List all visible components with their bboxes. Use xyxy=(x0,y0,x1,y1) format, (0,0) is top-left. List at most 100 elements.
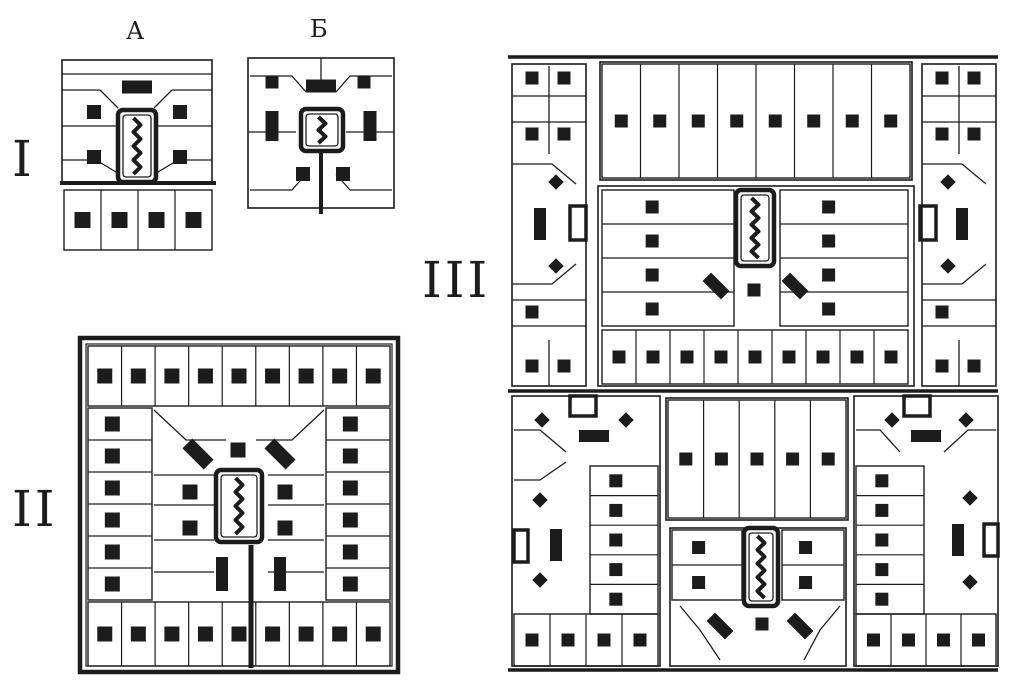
house-square xyxy=(935,359,949,373)
top-plot-row xyxy=(87,345,391,407)
public-building xyxy=(534,208,546,240)
square-inner-ring xyxy=(305,113,339,147)
house-square xyxy=(185,212,202,228)
house-square xyxy=(197,626,213,642)
scheme-iii-label: III xyxy=(422,251,491,309)
house-square xyxy=(653,114,667,128)
plot-boundary xyxy=(514,429,567,453)
plot-outline xyxy=(601,329,909,385)
house-square xyxy=(822,302,836,316)
drawing-layer xyxy=(60,55,1000,675)
square-garden xyxy=(749,196,761,260)
diamond-building xyxy=(264,438,296,470)
variant-a-label: А xyxy=(126,17,145,45)
house-square xyxy=(807,114,821,128)
house-square xyxy=(111,212,128,228)
diamond-building xyxy=(532,492,548,508)
diamond-building xyxy=(534,412,550,428)
plot-boundary xyxy=(922,263,987,285)
house-square xyxy=(609,533,623,547)
house-square xyxy=(173,105,187,119)
house-square xyxy=(298,626,314,642)
house-square xyxy=(525,127,539,141)
house-square xyxy=(730,114,744,128)
diamond-building xyxy=(532,572,548,588)
scheme-i-label: I xyxy=(12,130,35,188)
house-square xyxy=(645,234,659,248)
public-building xyxy=(216,557,228,591)
house-square xyxy=(692,576,706,589)
upper-middle-plots xyxy=(601,63,911,179)
small-square-ring xyxy=(512,528,530,564)
house-square xyxy=(87,105,101,119)
house-square xyxy=(342,576,358,592)
lower-middle-block xyxy=(665,397,849,667)
lower-right-bottom-plots xyxy=(855,613,997,667)
square-inner-ring xyxy=(740,194,770,262)
house-square xyxy=(609,474,623,488)
house-square xyxy=(875,592,889,606)
square-outer-ring xyxy=(213,467,265,545)
upper-middle-block xyxy=(599,61,913,181)
house-square xyxy=(104,512,120,528)
central-square xyxy=(213,467,265,545)
lower-left-plots xyxy=(589,465,659,615)
house-square xyxy=(935,127,949,141)
house-square xyxy=(884,350,898,364)
house-square xyxy=(821,452,835,466)
house-square xyxy=(967,71,981,85)
public-building xyxy=(265,111,279,141)
house-square xyxy=(786,452,800,466)
house-square xyxy=(609,592,623,606)
house-square xyxy=(768,114,782,128)
house-square xyxy=(336,167,350,181)
variant-b-label: Б xyxy=(310,15,328,43)
house-square xyxy=(525,359,539,373)
house-square xyxy=(875,474,889,488)
house-square xyxy=(691,114,705,128)
diamond-building xyxy=(618,412,634,428)
house-square xyxy=(365,368,381,384)
public-building xyxy=(956,208,968,240)
plot-boundary xyxy=(512,163,577,185)
square-garden xyxy=(131,116,143,176)
house-square xyxy=(822,268,836,282)
house-square xyxy=(679,452,693,466)
central-square xyxy=(741,525,781,609)
house-square xyxy=(561,633,575,647)
house-square xyxy=(525,71,539,85)
house-square xyxy=(645,200,659,214)
house-square xyxy=(799,576,813,589)
house-square xyxy=(875,503,889,517)
plot-boundary xyxy=(679,605,721,661)
diamond-building xyxy=(702,272,730,300)
house-square xyxy=(164,626,180,642)
house-square xyxy=(265,368,281,384)
house-square xyxy=(748,350,762,364)
plot-boundary xyxy=(62,89,119,109)
house-square xyxy=(747,283,761,297)
small-square-ring xyxy=(918,204,938,242)
house-square xyxy=(902,633,915,647)
house-square xyxy=(750,452,764,466)
house-square xyxy=(104,576,120,592)
diamond-building xyxy=(962,574,978,590)
house-square xyxy=(130,368,146,384)
house-square xyxy=(884,114,898,128)
house-square xyxy=(525,633,539,647)
central-left-plots xyxy=(601,189,735,327)
house-square xyxy=(782,350,796,364)
plot-boundary xyxy=(335,75,392,93)
central-right-plots xyxy=(779,189,909,327)
small-square-ring xyxy=(982,522,1000,558)
house-square xyxy=(557,359,571,373)
public-building xyxy=(306,79,336,93)
house-square xyxy=(557,71,571,85)
house-square xyxy=(845,114,859,128)
house-square xyxy=(692,541,706,554)
diamond-building xyxy=(940,258,956,274)
house-square xyxy=(342,512,358,528)
plot-outline xyxy=(667,399,847,519)
house-square xyxy=(332,626,348,642)
lower-middle-right-plots xyxy=(781,529,845,601)
